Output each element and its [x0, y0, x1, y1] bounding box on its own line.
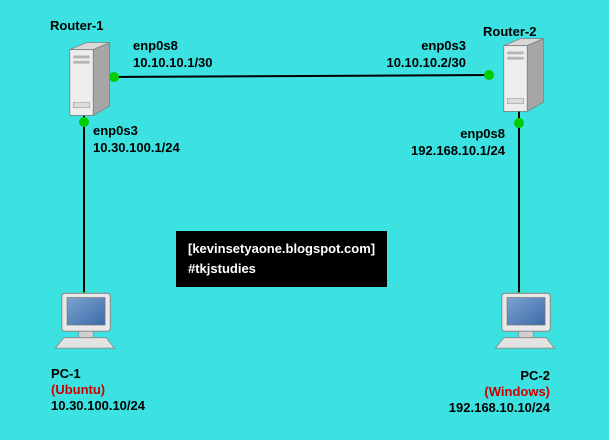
- interface-ip: 10.30.100.1/24: [93, 140, 180, 155]
- interface-name: enp0s3: [421, 38, 466, 53]
- desktop-computer-icon: [494, 292, 556, 349]
- pc1-label-block: PC-1 (Ubuntu) 10.30.100.10/24: [51, 366, 145, 414]
- pc2-ip-label: 192.168.10.10/24: [448, 400, 550, 415]
- router2-lan-interface-label: enp0s8 192.168.10.1/24: [411, 125, 505, 159]
- interface-ip: 192.168.10.1/24: [411, 143, 505, 158]
- pc1-node[interactable]: [47, 291, 123, 364]
- pc2-node[interactable]: [487, 291, 563, 364]
- link-router1-router2: [109, 74, 493, 78]
- pc2-os-label: (Windows): [484, 384, 550, 399]
- endpoint-dot-router2-lan: [514, 118, 524, 128]
- watermark-line1: [kevinsetyaone.blogspot.com]: [188, 241, 376, 256]
- interface-name: enp0s3: [93, 123, 138, 138]
- router2-node[interactable]: [492, 36, 546, 119]
- router1-label: Router-1: [50, 18, 104, 33]
- server-tower-icon: [503, 37, 545, 113]
- endpoint-dot-router2-wan: [484, 70, 494, 80]
- server-tower-icon: [69, 41, 111, 117]
- interface-ip: 10.10.10.1/30: [133, 55, 213, 70]
- watermark-line2: #tkjstudies: [188, 261, 256, 276]
- router2-label: Router-2: [483, 24, 537, 39]
- pc2-label-block: PC-2 (Windows) 192.168.10.10/24: [449, 368, 550, 416]
- interface-ip: 10.10.10.2/30: [386, 55, 466, 70]
- desktop-computer-icon: [54, 292, 116, 349]
- pc1-label: PC-1: [51, 366, 81, 381]
- interface-name: enp0s8: [460, 126, 505, 141]
- router1-lan-interface-label: enp0s3 10.30.100.1/24: [93, 122, 180, 156]
- router2-wan-interface-label: enp0s3 10.10.10.2/30: [386, 37, 466, 71]
- pc1-ip-label: 10.30.100.10/24: [51, 398, 145, 413]
- pc2-label: PC-2: [520, 368, 550, 383]
- interface-name: enp0s8: [133, 38, 178, 53]
- watermark-box: [kevinsetyaone.blogspot.com] #tkjstudies: [176, 231, 388, 287]
- router1-wan-interface-label: enp0s8 10.10.10.1/30: [133, 37, 213, 71]
- pc1-os-label: (Ubuntu): [51, 382, 106, 397]
- router1-node[interactable]: [58, 40, 112, 123]
- endpoint-dot-router1-wan: [109, 72, 119, 82]
- endpoint-dot-router1-lan: [79, 117, 89, 127]
